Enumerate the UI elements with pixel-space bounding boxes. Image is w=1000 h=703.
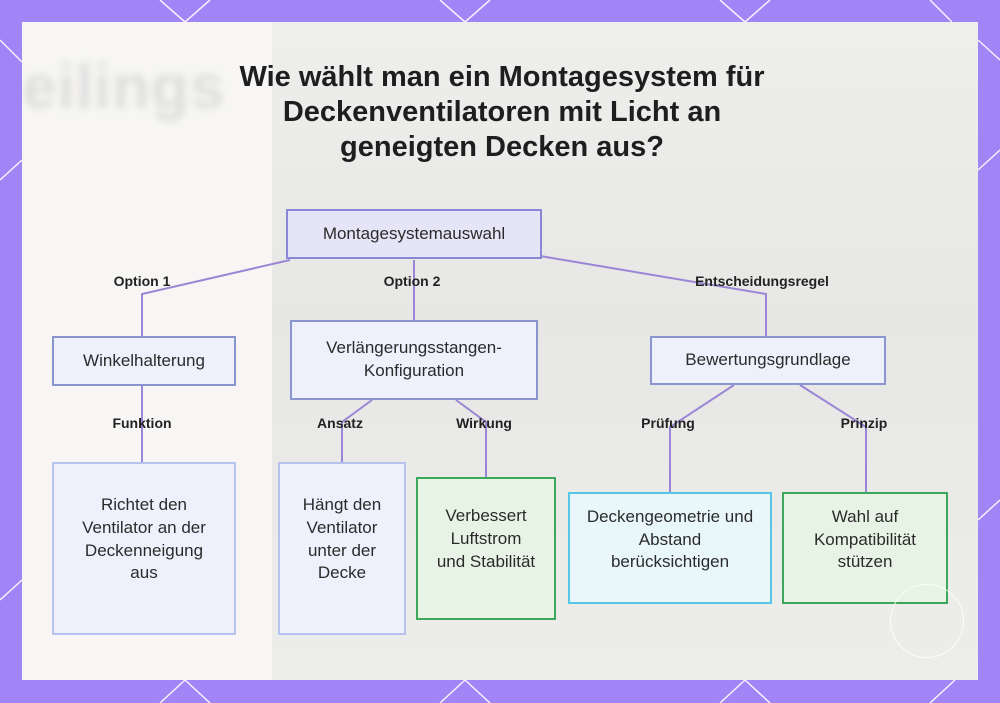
edge-label-funktion: Funktion	[112, 415, 172, 431]
node-bewertungsgrundlage: Bewertungsgrundlage	[650, 336, 886, 385]
node-montagesystemauswahl-label: Montagesystemauswahl	[322, 223, 506, 243]
node-montagesystemauswahl: Montagesystemauswahl	[286, 209, 542, 259]
node-bewertungsgrundlage-label: Bewertungsgrundlage	[685, 350, 851, 370]
connector-lines	[141, 255, 867, 492]
edge-label-entscheidungsregel: Entscheidungsregel	[695, 273, 829, 289]
edge-label-option1: Option 1	[113, 273, 171, 289]
edge-label-pruefung: Prüfung	[641, 415, 695, 431]
node-deckengeometrie-label: Deckengeometrie und Abstand berücksichti…	[586, 506, 754, 572]
node-verlaengerungsstangen: Verlängerungsstangen-Konfiguration	[290, 320, 538, 400]
edge-verlaengerung-haengt	[341, 399, 373, 462]
node-haengt-ventilator: Hängt den Ventilator unter der Decke	[278, 462, 406, 635]
edge-label-ansatz: Ansatz	[317, 415, 363, 431]
edge-root-winkel	[141, 259, 291, 336]
watermark-badge-icon	[890, 584, 964, 658]
node-winkelhalterung-label: Winkelhalterung	[83, 350, 205, 370]
edge-bewertung-geometrie	[669, 384, 735, 492]
node-winkelhalterung: Winkelhalterung	[52, 336, 236, 386]
node-deckengeometrie: Deckengeometrie und Abstand berücksichti…	[568, 492, 772, 604]
node-richtet-ventilator: Richtet den Ventilator an der Deckenneig…	[52, 462, 236, 635]
edge-label-option2: Option 2	[383, 273, 441, 289]
node-verlaengerungsstangen-label: Verlängerungsstangen-Konfiguration	[326, 338, 502, 380]
edge-verlaengerung-verbessert	[455, 399, 487, 477]
diagram-card: eilings Wie wählt man ein Montagesystem …	[22, 22, 978, 680]
edge-bewertung-wahl	[799, 384, 867, 492]
node-haengt-ventilator-label: Hängt den Ventilator unter der Decke	[302, 494, 382, 583]
node-richtet-ventilator-label: Richtet den Ventilator an der Deckenneig…	[82, 494, 206, 583]
node-verbessert-luftstrom: Verbessert Luftstrom und Stabilität	[416, 477, 556, 620]
diagram-title: Wie wählt man ein Montagesystem für Deck…	[239, 61, 765, 163]
node-verbessert-luftstrom-label: Verbessert Luftstrom und Stabilität	[436, 506, 536, 571]
background-blurred-text: eilings	[22, 53, 226, 122]
edge-label-prinzip: Prinzip	[840, 415, 888, 431]
edge-label-wirkung: Wirkung	[456, 415, 512, 431]
edge-root-bewertung	[539, 255, 767, 336]
node-wahl-kompatibilitaet-label: Wahl auf Kompatibilität stützen	[813, 506, 917, 572]
